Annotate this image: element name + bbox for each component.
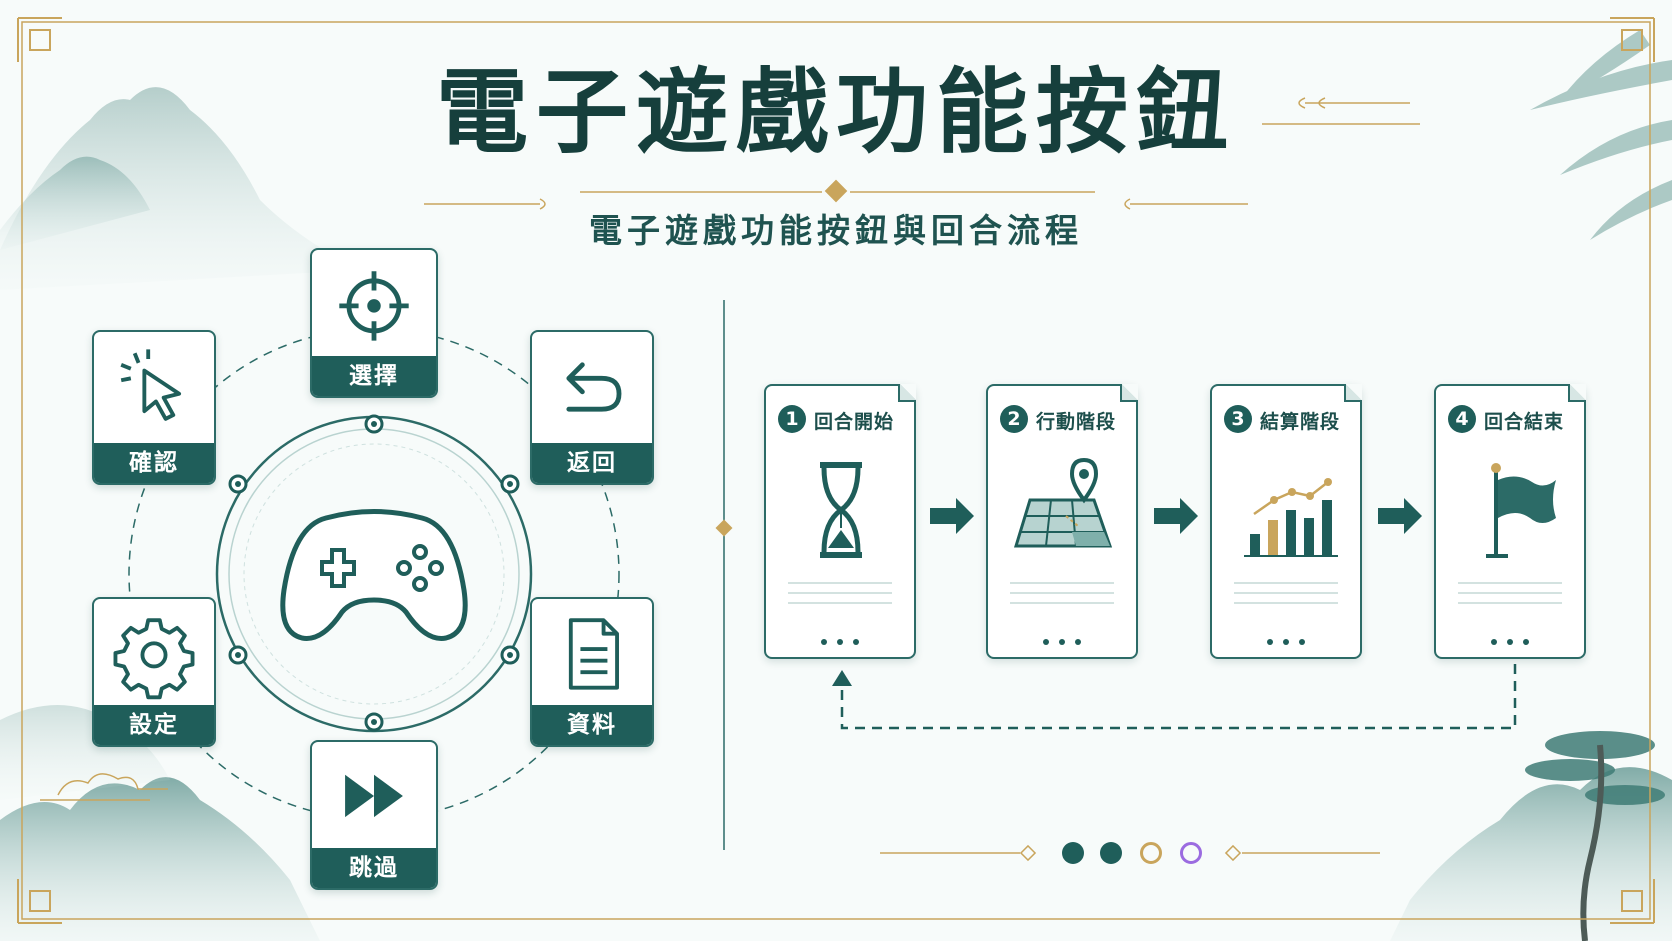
settings-label: 設定 [94, 705, 214, 745]
confirm-button[interactable]: 確認 [92, 330, 216, 485]
more-dots [766, 630, 914, 649]
data-label: 資料 [532, 705, 652, 745]
page-dot-1[interactable] [1062, 842, 1084, 864]
bar-chart-icon [1228, 456, 1346, 568]
map-pin-grid-icon [1004, 456, 1122, 568]
page-dot-3[interactable] [1140, 842, 1162, 864]
cursor-click-icon [94, 332, 214, 443]
gear-icon [94, 599, 214, 705]
step-label: 結算階段 [1260, 411, 1341, 433]
crosshair-icon [312, 250, 436, 356]
page-subtitle: 電子遊戲功能按鈕與回合流程 [589, 211, 1083, 250]
step-label: 回合結束 [1484, 411, 1565, 433]
gamepad-icon [280, 509, 468, 641]
step-label: 行動階段 [1036, 411, 1117, 433]
confirm-label: 確認 [94, 443, 214, 483]
flag-icon [1452, 456, 1570, 568]
skip-button[interactable]: 跳過 [310, 740, 438, 890]
select-button[interactable]: 選擇 [310, 248, 438, 398]
document-icon [532, 599, 652, 705]
step-number: 4 [1448, 405, 1476, 433]
settings-button[interactable]: 設定 [92, 597, 216, 747]
more-dots [1436, 630, 1584, 649]
page-title: 電子遊戲功能按鈕 [435, 58, 1236, 166]
flow-step-2: 2 行動階段 [986, 384, 1138, 659]
flow-step-4: 4 回合結束 [1434, 384, 1586, 659]
data-button[interactable]: 資料 [530, 597, 654, 747]
hourglass-icon [782, 456, 900, 568]
step-label: 回合開始 [814, 411, 895, 433]
step-number: 3 [1224, 405, 1252, 433]
page-dot-4[interactable] [1180, 842, 1202, 864]
undo-arrow-icon [532, 332, 652, 443]
flow-step-3: 3 結算階段 [1210, 384, 1362, 659]
back-button[interactable]: 返回 [530, 330, 654, 485]
skip-label: 跳過 [312, 848, 436, 888]
flow-step-1: 1 回合開始 [764, 384, 916, 659]
step-number: 2 [1000, 405, 1028, 433]
page-dot-2[interactable] [1100, 842, 1122, 864]
back-label: 返回 [532, 443, 652, 483]
select-label: 選擇 [312, 356, 436, 396]
more-dots [988, 630, 1136, 649]
fast-forward-icon [312, 742, 436, 848]
more-dots [1212, 630, 1360, 649]
step-number: 1 [778, 405, 806, 433]
